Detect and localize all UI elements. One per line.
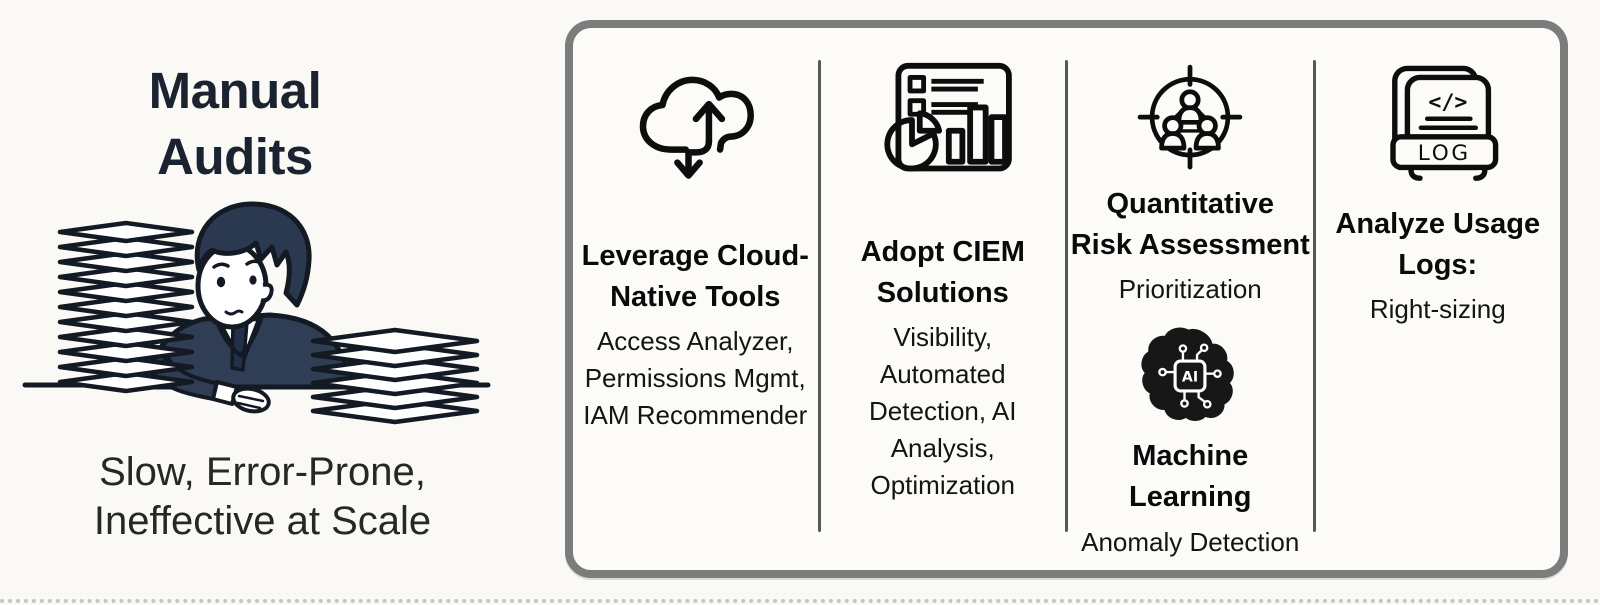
left-paper-stack: [57, 220, 195, 394]
hair: [194, 201, 312, 308]
column-subtitle: Visibility, Automated Detection, AI Anal…: [869, 322, 1017, 500]
column-subtitle: Right-sizing: [1369, 294, 1506, 325]
fingers: [236, 394, 265, 410]
right-eye: [249, 275, 257, 285]
mouth: [224, 309, 244, 316]
cloud-sync-icon: [630, 60, 760, 188]
target-group-icon: [1134, 62, 1246, 174]
column-subtitle: Prioritization: [1118, 274, 1262, 305]
auditor-body: [145, 312, 354, 414]
svg-text:</>: </>: [1428, 89, 1467, 114]
column-cloud-native-tools: Leverage Cloud- Native Tools Access Anal…: [573, 28, 818, 570]
column-ciem-solutions: Adopt CIEM Solutions Visibility, Automat…: [821, 28, 1066, 570]
column-divider: [1312, 60, 1316, 532]
column-title: Analyze Usage Logs:: [1335, 208, 1541, 282]
svg-text:AI: AI: [1182, 370, 1198, 386]
auditor-head: [194, 201, 312, 330]
column-divider: [1065, 60, 1068, 532]
solutions-panel: Leverage Cloud- Native Tools Access Anal…: [565, 20, 1568, 578]
svg-text:LOG: LOG: [1418, 141, 1471, 166]
cuff: [211, 380, 239, 406]
column-divider: [817, 60, 821, 532]
column-subtitle: Anomaly Detection: [1081, 526, 1300, 557]
overwhelmed-auditor-illustration: [22, 201, 491, 425]
right-paper-stack: [310, 327, 480, 425]
eyebrows: [212, 259, 263, 269]
column-title: Leverage Cloud- Native Tools: [581, 240, 809, 314]
column-title: Adopt CIEM Solutions: [860, 236, 1025, 310]
ear: [260, 282, 274, 303]
manual-audits-caption: Slow, Error-Prone, Ineffective at Scale: [93, 450, 432, 543]
left-eye: [216, 276, 226, 288]
column-title: Machine Learning: [1129, 440, 1252, 514]
dashboard-chart-icon: [869, 58, 1017, 186]
log-document-icon: </> LOG: [1375, 58, 1501, 184]
ai-brain-icon: AI: [1139, 326, 1241, 426]
column-risk-assessment-ml: Quantitative Risk Assessment Prioritizat…: [1068, 28, 1313, 570]
hand: [231, 386, 271, 414]
page-title: Manual Audits: [148, 62, 322, 186]
column-subtitle: Access Analyzer, Permissions Mgmt, IAM R…: [583, 326, 808, 431]
column-usage-logs: </> LOG Analyze Usage Logs: Right-sizing: [1316, 28, 1561, 570]
column-title: Quantitative Risk Assessment: [1070, 188, 1310, 262]
bottom-dotted-rule: [0, 599, 1600, 603]
